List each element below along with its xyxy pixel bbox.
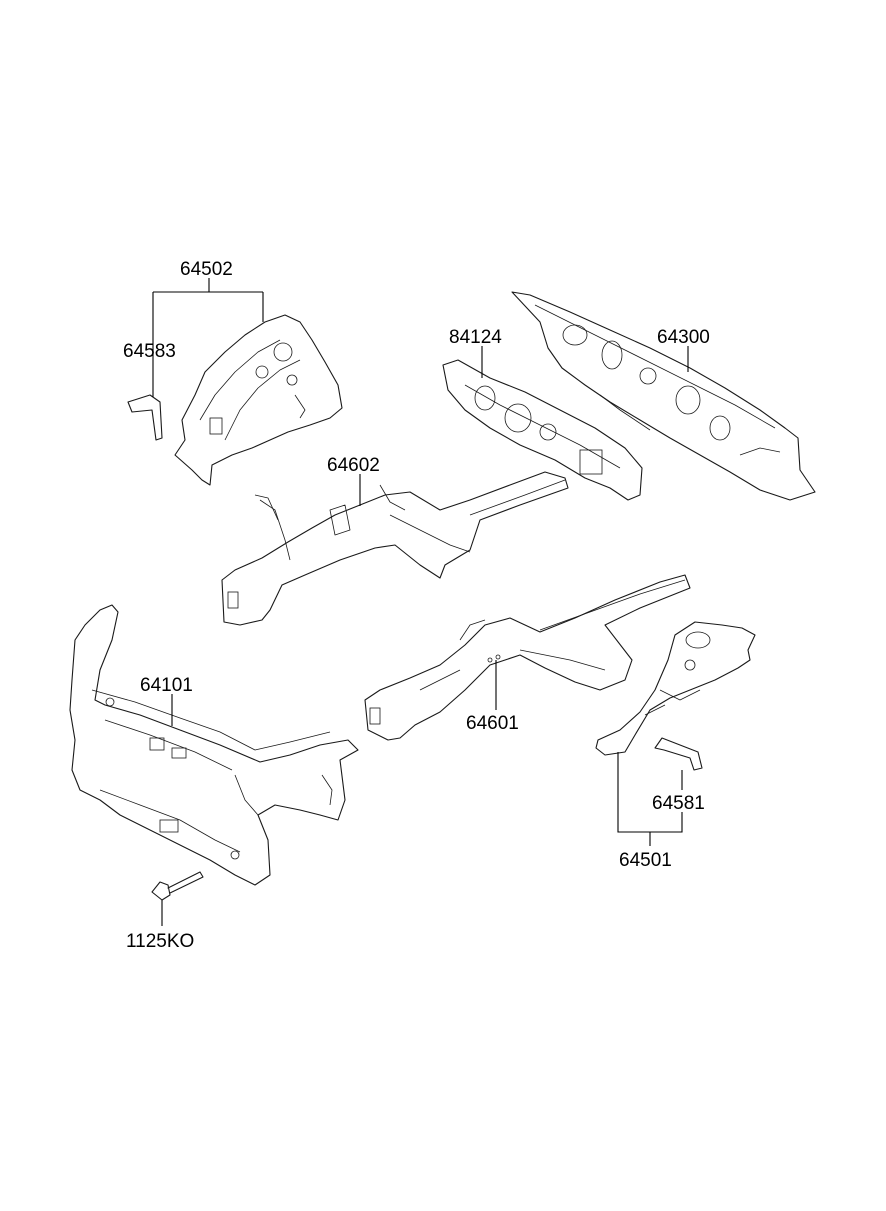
bracket-64583 [127, 394, 163, 441]
bolt-1125KO [151, 871, 204, 901]
leader-lines [152, 278, 689, 926]
side-member-64601 [364, 574, 691, 741]
leader-64502 [152, 278, 264, 397]
label-64601: 64601 [466, 713, 519, 734]
label-64502: 64502 [180, 259, 233, 280]
label-64101: 64101 [140, 675, 193, 696]
side-member-64602 [221, 471, 569, 626]
label-64581: 64581 [652, 793, 705, 814]
label-84124: 84124 [449, 327, 502, 348]
dash-insulator-84124 [442, 359, 643, 501]
leader-64501 [617, 752, 683, 846]
label-1125KO: 1125KO [126, 931, 194, 952]
part-labels: 64502 64583 84124 64300 64602 64101 6460… [123, 259, 710, 952]
bracket-64581 [654, 737, 703, 771]
label-64583: 64583 [123, 341, 176, 362]
front-panel-64101 [69, 604, 359, 886]
label-64300: 64300 [657, 327, 710, 348]
dash-panel-64300 [511, 291, 816, 501]
label-64602: 64602 [327, 455, 380, 476]
label-64501: 64501 [619, 850, 672, 871]
wheel-house-64501 [595, 621, 756, 756]
wheel-house-64502 [174, 314, 343, 486]
